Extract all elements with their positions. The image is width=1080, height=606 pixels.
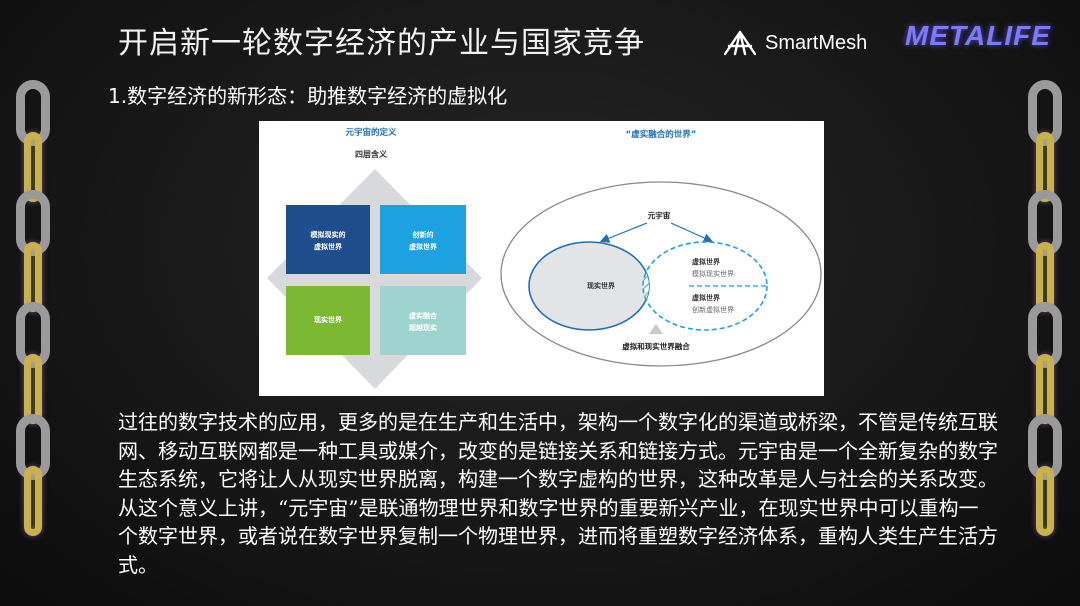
box-tl-line2: 虚拟世界: [314, 242, 343, 251]
chain-link: [24, 466, 42, 536]
fusion-label: 虚拟和现实世界融合: [622, 341, 690, 351]
box-virtual-real-fusion: [380, 286, 466, 355]
virtual-world-sub-1: 模拟现实世界: [692, 269, 734, 278]
box-bl-label: 现实世界: [314, 315, 343, 324]
fusion-world-heading: “虚实融合的世界”: [626, 129, 697, 140]
box-innovative-virtual-world: [380, 205, 466, 274]
chain-link: [1028, 190, 1062, 256]
virtual-world-title-1: 虚拟世界: [692, 257, 721, 266]
definition-heading: 元宇宙的定义: [345, 127, 397, 138]
chain-link: [1028, 302, 1062, 368]
slide-title: 开启新一轮数字经济的产业与国家竞争: [118, 26, 645, 61]
arrow-to-virtual-world: [670, 222, 714, 243]
chain-link: [16, 414, 50, 480]
smartmesh-brand-name: SmartMesh: [765, 31, 868, 54]
box-tr-line1: 创新的: [412, 230, 434, 239]
four-meanings-label: 四层含义: [355, 149, 388, 159]
diamond-background: [267, 169, 482, 389]
metaverse-diagram: 元宇宙的定义 四层含义 模拟现实的 虚拟世界 创新的 虚拟世界 现实世界 虚实融…: [259, 121, 824, 396]
smartmesh-logo: SmartMesh: [723, 30, 867, 56]
box-tl-line1: 模拟现实的: [311, 230, 346, 239]
box-tr-line2: 虚拟世界: [409, 242, 438, 251]
chain-link: [16, 80, 50, 146]
right-chain-decoration: [1014, 70, 1078, 550]
chain-link: [16, 190, 50, 256]
box-br-line2: 超越现实: [409, 323, 437, 332]
smartmesh-logo-icon: [723, 30, 757, 56]
box-simulated-virtual-world: [286, 205, 370, 274]
chain-link: [16, 302, 50, 368]
chain-link: [1036, 466, 1054, 536]
box-real-world: [286, 286, 370, 355]
metalife-logo: METALIFE: [905, 20, 1051, 51]
real-world-label: 现实世界: [587, 281, 616, 290]
chain-link: [1028, 414, 1062, 480]
box-br-line1: 虚实融合: [409, 311, 438, 320]
virtual-world-ellipse: [642, 241, 768, 331]
fusion-pointer-triangle: [649, 324, 663, 334]
metaverse-label: 元宇宙: [648, 210, 671, 220]
body-paragraph: 过往的数字技术的应用，更多的是在生产和生活中，架构一个数字化的渠道或桥梁，不管是…: [118, 410, 998, 577]
virtual-world-sub-2: 创新虚拟世界: [692, 305, 734, 314]
arrow-to-real-world: [599, 222, 648, 243]
virtual-world-title-2: 虚拟世界: [692, 293, 721, 302]
chain-link: [1028, 80, 1062, 146]
metaverse-diagram-svg: 元宇宙的定义 四层含义 模拟现实的 虚拟世界 创新的 虚拟世界 现实世界 虚实融…: [267, 127, 822, 389]
section-subtitle: 1.数字经济的新形态：助推数字经济的虚拟化: [108, 84, 508, 108]
left-chain-decoration: [2, 70, 66, 550]
